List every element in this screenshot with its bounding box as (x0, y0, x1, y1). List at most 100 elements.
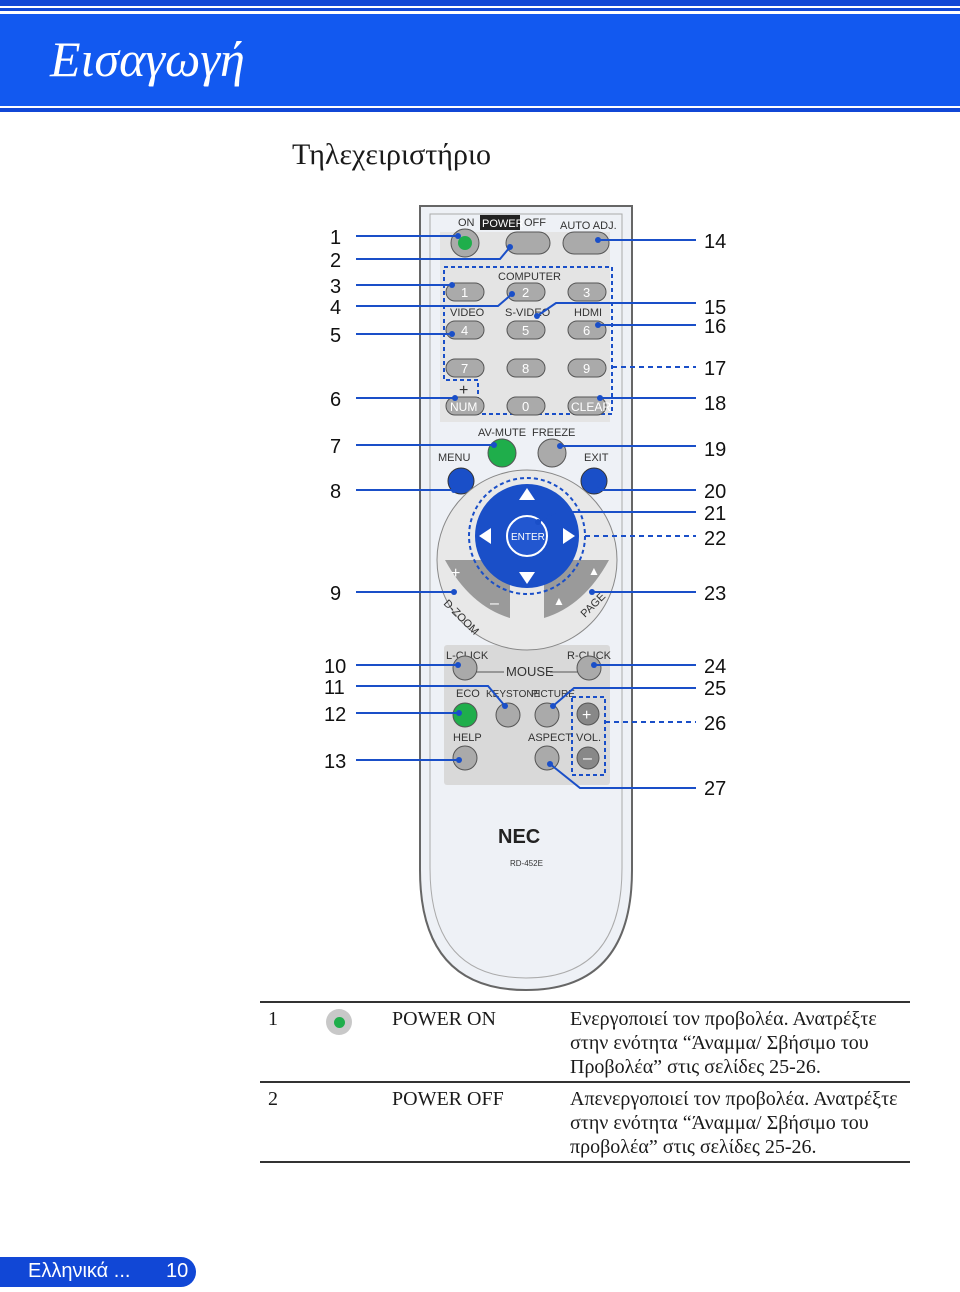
row-description: Απενεργοποιεί τον προβολέα. Ανατρέξτε στ… (570, 1088, 898, 1158)
digit-1: 1 (461, 285, 468, 300)
svg-text:16: 16 (704, 316, 726, 338)
svg-text:12: 12 (324, 704, 346, 726)
num-label: NUM (450, 400, 477, 414)
mouse-panel (444, 645, 610, 785)
svg-text:+: + (582, 707, 591, 724)
freeze-label: FREEZE (532, 427, 575, 439)
svg-text:7: 7 (330, 436, 341, 458)
eco-button (452, 702, 478, 728)
enter-button (506, 515, 548, 557)
svg-text:5: 5 (330, 325, 341, 347)
right-arrow-icon (563, 528, 575, 544)
table-row: 1 POWER ON Ενεργοποιεί τον προβολέα. Ανα… (260, 1002, 910, 1082)
svg-text:–: – (583, 750, 592, 767)
right-callout-numbers: 14 15 16 17 18 19 20 21 22 23 24 25 26 2… (704, 231, 726, 800)
eco-label: ECO (456, 688, 480, 700)
vol-down-button (576, 746, 600, 770)
remote-body-inner (429, 213, 623, 979)
vol-up-button (576, 702, 600, 726)
svg-text:20: 20 (704, 481, 726, 503)
power-on-dot (458, 236, 472, 250)
power-off-button (505, 231, 551, 255)
help-button (452, 745, 478, 771)
video-label: VIDEO (450, 307, 485, 319)
svg-text:+: + (451, 565, 460, 582)
svg-text:25: 25 (704, 678, 726, 700)
header-stripe-bottom (0, 108, 960, 112)
vol-label: VOL. (576, 732, 601, 744)
svg-text:4: 4 (330, 297, 341, 319)
picture-label: PICTURE (531, 689, 575, 700)
clear-label: CLEAR (571, 400, 611, 414)
aspect-label: ASPECT (528, 732, 572, 744)
svg-text:18: 18 (704, 393, 726, 415)
freeze-button (537, 438, 567, 468)
left-callout-lines (356, 235, 513, 761)
svg-text:8: 8 (330, 481, 341, 503)
svg-text:13: 13 (324, 751, 346, 773)
header-bar (0, 14, 960, 106)
svg-text:27: 27 (704, 778, 726, 800)
svg-text:19: 19 (704, 439, 726, 461)
help-label: HELP (453, 732, 482, 744)
l-click-button (452, 655, 478, 681)
r-click-button (576, 655, 602, 681)
svg-text:26: 26 (704, 713, 726, 735)
power-label-bg (480, 215, 520, 230)
header-stripe-thin (0, 8, 960, 11)
digit-6: 6 (583, 323, 590, 338)
digit-8: 8 (522, 361, 529, 376)
header-stripe-top (0, 0, 960, 6)
svg-text:24: 24 (704, 656, 726, 678)
digit-7: 7 (461, 361, 468, 376)
right-callout-lines (536, 239, 696, 789)
svg-text:14: 14 (704, 231, 726, 253)
av-mute-label: AV-MUTE (478, 427, 526, 439)
section-title: Τηλεχειριστήριο (292, 138, 492, 171)
digit-0: 0 (522, 399, 529, 414)
svg-text:2: 2 (330, 250, 341, 272)
down-arrow-icon (519, 572, 535, 584)
footer-tab (0, 1257, 196, 1287)
power-label: POWER (482, 218, 524, 230)
svg-text:21: 21 (704, 503, 726, 525)
row-description: Ενεργοποιεί τον προβολέα. Ανατρέξτε στην… (570, 1008, 877, 1078)
exit-button (580, 467, 608, 495)
num-plus-label: + (459, 382, 468, 399)
left-callout-dots (449, 233, 515, 763)
svg-text:▲: ▲ (588, 564, 600, 578)
svg-text:17: 17 (704, 358, 726, 380)
page-number: 10 (166, 1260, 189, 1282)
menu-label: MENU (438, 452, 470, 464)
keystone-label: KEYSTONE (486, 689, 541, 700)
svg-text:▲: ▲ (553, 594, 565, 608)
auto-adj-label: AUTO ADJ. (560, 220, 617, 232)
svg-text:11: 11 (324, 677, 345, 699)
svg-text:3: 3 (330, 276, 341, 298)
digit-4: 4 (461, 323, 468, 338)
model-label: RD-452E (510, 859, 543, 868)
right-callout-dots (534, 237, 603, 767)
page-title: Εισαγωγή (50, 31, 245, 87)
exit-label: EXIT (584, 452, 609, 464)
row-name: POWER ON (392, 1008, 496, 1030)
digit-2: 2 (522, 285, 529, 300)
vol-dashed-box (571, 696, 606, 776)
off-label: OFF (524, 217, 546, 229)
brand-logo: NEC (498, 826, 540, 848)
auto-adj-button (562, 231, 610, 255)
on-label: ON (458, 217, 475, 229)
keystone-button (495, 702, 521, 728)
remote-diagram: ON POWER OFF AUTO ADJ. COMPUTER VIDEO S-… (324, 205, 726, 992)
table-row: 2 POWER OFF Απενεργοποιεί τον προβολέα. … (260, 1082, 910, 1162)
svg-text:–: – (490, 595, 499, 612)
svg-text:6: 6 (330, 389, 341, 411)
svg-text:9: 9 (330, 583, 341, 605)
button-description-table: 1 POWER ON Ενεργοποιεί τον προβολέα. Ανα… (260, 1001, 910, 1163)
svg-text:15: 15 (704, 297, 726, 319)
right-callout-dashed (585, 366, 696, 723)
row-number: 2 (268, 1088, 278, 1110)
power-on-icon (326, 1009, 352, 1035)
svg-text:22: 22 (704, 528, 726, 550)
computer-label: COMPUTER (498, 271, 561, 283)
